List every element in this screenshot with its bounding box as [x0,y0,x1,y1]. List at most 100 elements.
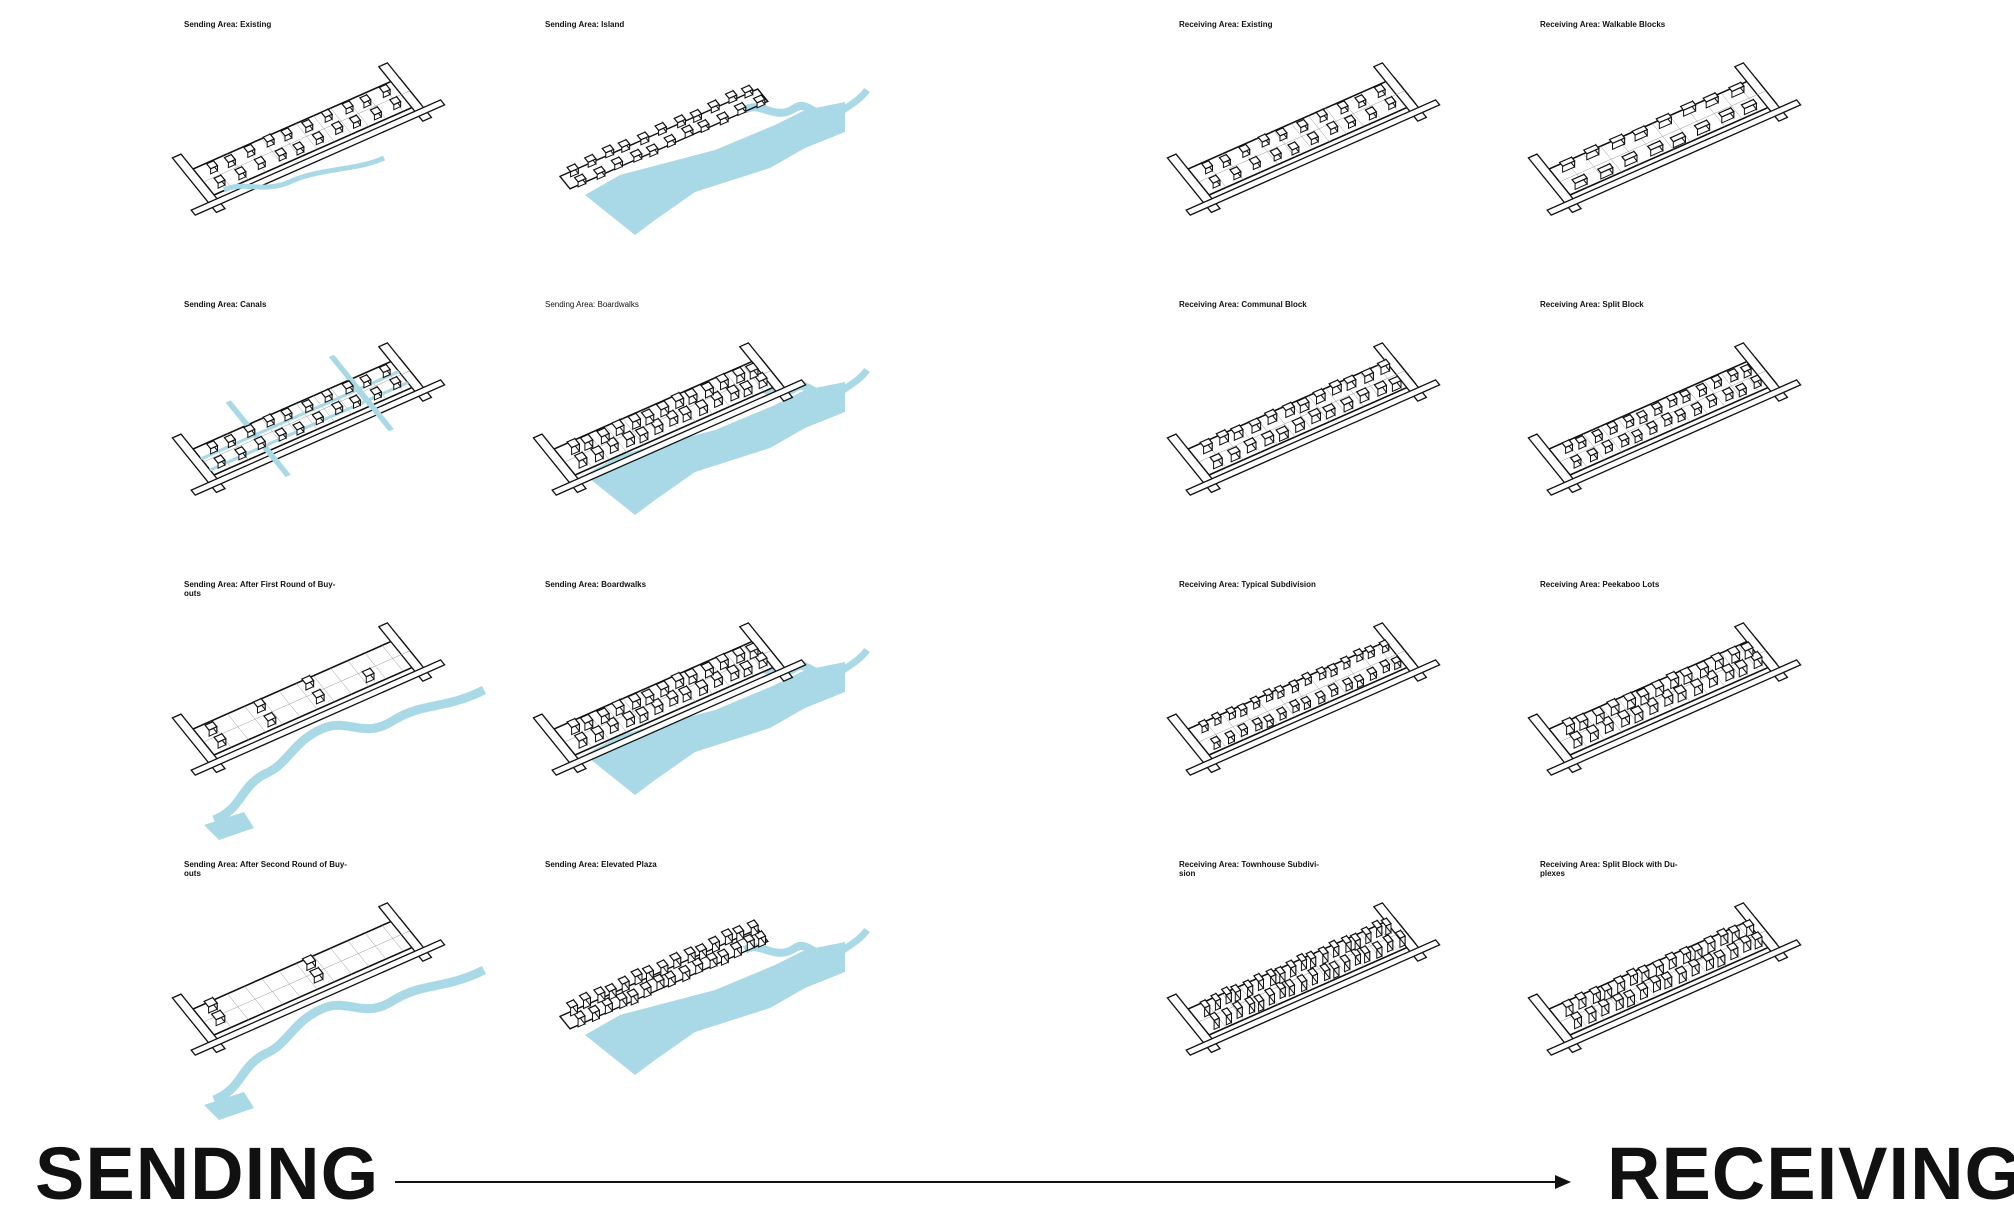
house-roof [1571,173,1589,185]
isometric-diagram [171,342,446,496]
house-roof [311,410,325,421]
house-roof [1263,408,1278,419]
sending-panel: Sending Area: Elevated Plaza [545,860,885,1120]
house-roof [1257,133,1271,143]
sending-panel: Sending Area: Boardwalks [532,580,885,840]
house-roof [1215,429,1230,439]
house-roof [663,133,677,144]
house-roof [369,106,383,116]
house-roof [579,713,594,725]
house-roof [1343,114,1357,125]
house-roof [1218,153,1232,164]
house-roof [740,84,754,94]
house-roof [388,375,402,386]
house-roof [1608,133,1626,145]
house-roof [388,95,402,106]
house-roof [1574,712,1589,724]
isometric-diagram [532,342,870,515]
house-roof [1327,682,1339,692]
house-roof [1359,945,1371,955]
isometric-diagram [1527,622,1802,776]
house-roof [1287,141,1300,151]
house-roof [1678,389,1691,398]
house-roof [630,968,643,978]
panel-title: Sending Area: Elevated Plaza [545,860,657,869]
cross-street [1166,153,1222,214]
house-roof [1721,386,1734,396]
receiving-panel: Receiving Area: Peekaboo Lots [1527,580,1880,840]
house-roof [1220,986,1233,996]
house-roof [1340,935,1353,945]
house-roof [694,943,708,953]
house-roof [1229,424,1244,435]
house-roof [1679,100,1697,111]
house-roof [694,678,709,690]
house-roof [1306,130,1320,141]
house-roof [1665,670,1680,682]
house-roof [301,954,317,966]
house-roof [330,120,344,131]
house-roof [1247,417,1262,428]
house-roof [1287,679,1300,688]
house-roof [1749,374,1763,384]
house-roof [725,664,740,675]
house-roof [1672,684,1687,695]
panel-title: Sending Area: Canals [184,300,267,309]
house-roof [320,388,334,399]
house-roof [1715,927,1729,938]
panel-title: Receiving Area: Typical Subdivision [1179,580,1316,589]
house-roof [579,433,594,445]
house-roof [654,121,668,132]
house-roof [223,433,237,444]
house-roof [641,964,655,975]
river-channel [837,647,870,675]
house-roof [640,688,655,699]
house-roof [1275,706,1288,715]
house-roof [1637,964,1650,974]
house-roof [1561,439,1574,449]
house-roof [1288,699,1301,708]
house-roof [1734,382,1748,392]
house-roof [280,407,293,417]
house-roof [629,148,643,158]
house-roof [1725,941,1739,952]
house-roof [683,387,698,399]
house-roof [1353,94,1367,104]
river-mouth [204,812,254,840]
house-roof [573,173,587,183]
house-roof [700,381,715,392]
receiving-panel: Receiving Area: Existing [1166,20,1519,280]
lot-line [1198,370,1406,463]
house-roof [1617,432,1630,442]
house-roof [1209,735,1222,745]
house-roof [1371,919,1383,930]
house-roof [233,446,247,456]
house-roof [1273,684,1285,694]
house-roof [634,706,649,717]
house-roof [1660,412,1673,422]
receiving-panel: Receiving Area: Typical Subdivision [1166,580,1519,840]
house-roof [595,707,611,718]
isometric-diagram [171,62,446,216]
house-roof [242,423,256,434]
house-roof [1611,992,1625,1003]
lot-line [203,650,411,743]
panel-title: Receiving Area: Existing [1179,20,1273,29]
house-roof [253,155,267,166]
house-roof [1378,659,1391,668]
panel-title: Receiving Area: Walkable Blocks [1540,20,1666,29]
panel-title: Receiving Area: Split Block [1540,300,1644,309]
house-roof [1305,950,1317,961]
cross-street [1527,433,1583,494]
house-roof [668,951,682,962]
house-roof [1312,388,1327,398]
river-channel [837,87,870,115]
house-roof [1307,407,1322,418]
sending-panel: Sending Area: After Second Round of Buy-… [171,860,524,1120]
main-street [1546,379,1802,496]
house-roof [1253,993,1265,1004]
house-roof [670,391,685,403]
house-roof [1376,358,1391,369]
main-street [1546,659,1802,776]
isometric-diagram [1166,902,1441,1056]
